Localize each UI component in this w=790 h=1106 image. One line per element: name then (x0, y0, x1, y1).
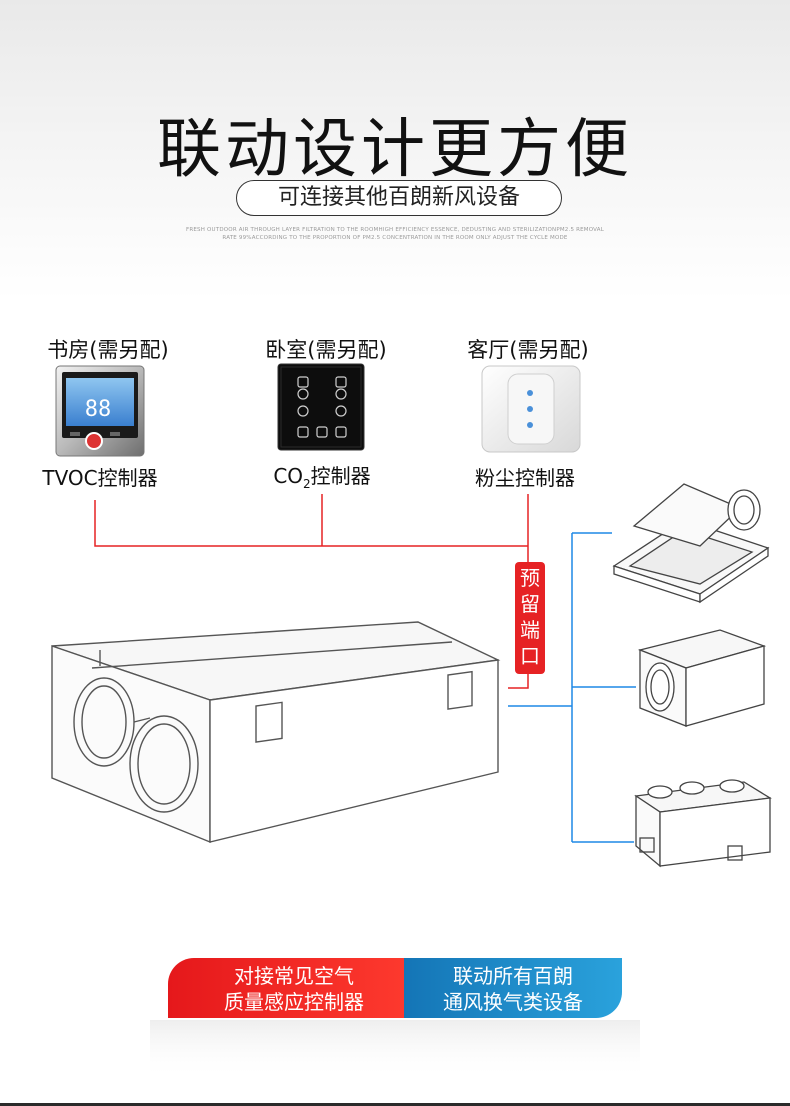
bottom-divider (0, 1103, 790, 1106)
fine-print-line-1: FRESH OUTDOOR AIR THROUGH LAYER FILTRATI… (185, 227, 605, 233)
controller-wiring (94, 494, 529, 689)
co2-rest: 控制器 (310, 464, 371, 488)
page-title: 联动设计更方便 (157, 113, 633, 187)
room-living-label: 客厅(需另配) (467, 338, 589, 362)
co2-controller-label: CO2控制器 (252, 460, 392, 491)
device-wiring (508, 532, 636, 843)
touch-icons (297, 376, 347, 438)
panel-display-digits: 88 (85, 397, 112, 422)
fine-print: FRESH OUTDOOR AIR THROUGH LAYER FILTRATI… (180, 226, 610, 242)
fresh-air-box-device (634, 779, 772, 868)
erv-main-unit (51, 621, 501, 844)
dust-controller-panel (481, 365, 581, 453)
banner-left-line-1: 对接常见空气 (234, 964, 354, 988)
banner-left: 对接常见空气 质量感应控制器 (168, 958, 420, 1018)
co2-controller-panel (277, 363, 365, 451)
tvoc-controller-label: TVOC控制器 (42, 466, 158, 490)
subtitle-pill: 可连接其他百朗新风设备 (236, 180, 562, 216)
banner-left-line-2: 质量感应控制器 (224, 990, 364, 1014)
floor-reflection (150, 1020, 640, 1080)
room-bedroom-label: 卧室(需另配) (265, 338, 387, 362)
banner-right-line-2: 通风换气类设备 (443, 990, 583, 1014)
co2-subscript: 2 (303, 477, 311, 491)
ceiling-fan-device (612, 483, 770, 604)
tvoc-controller-panel: 88 (55, 365, 145, 457)
reserved-port-label: 预 留 端 口 (515, 562, 545, 674)
co2-main: CO (273, 464, 304, 488)
banner-right-line-1: 联动所有百朗 (453, 964, 573, 988)
port-char-4: 口 (520, 644, 540, 668)
banner-right: 联动所有百朗 通风换气类设备 (404, 958, 622, 1018)
port-char-2: 留 (520, 592, 540, 616)
dust-controller-label: 粉尘控制器 (475, 466, 575, 490)
inline-duct-fan-device (637, 629, 767, 727)
port-char-1: 预 (520, 566, 540, 590)
port-char-3: 端 (520, 618, 540, 642)
fine-print-line-2: RATE 99%ACCORDING TO THE PROPORTION OF P… (222, 235, 568, 241)
room-study-label: 书房(需另配) (47, 338, 169, 362)
